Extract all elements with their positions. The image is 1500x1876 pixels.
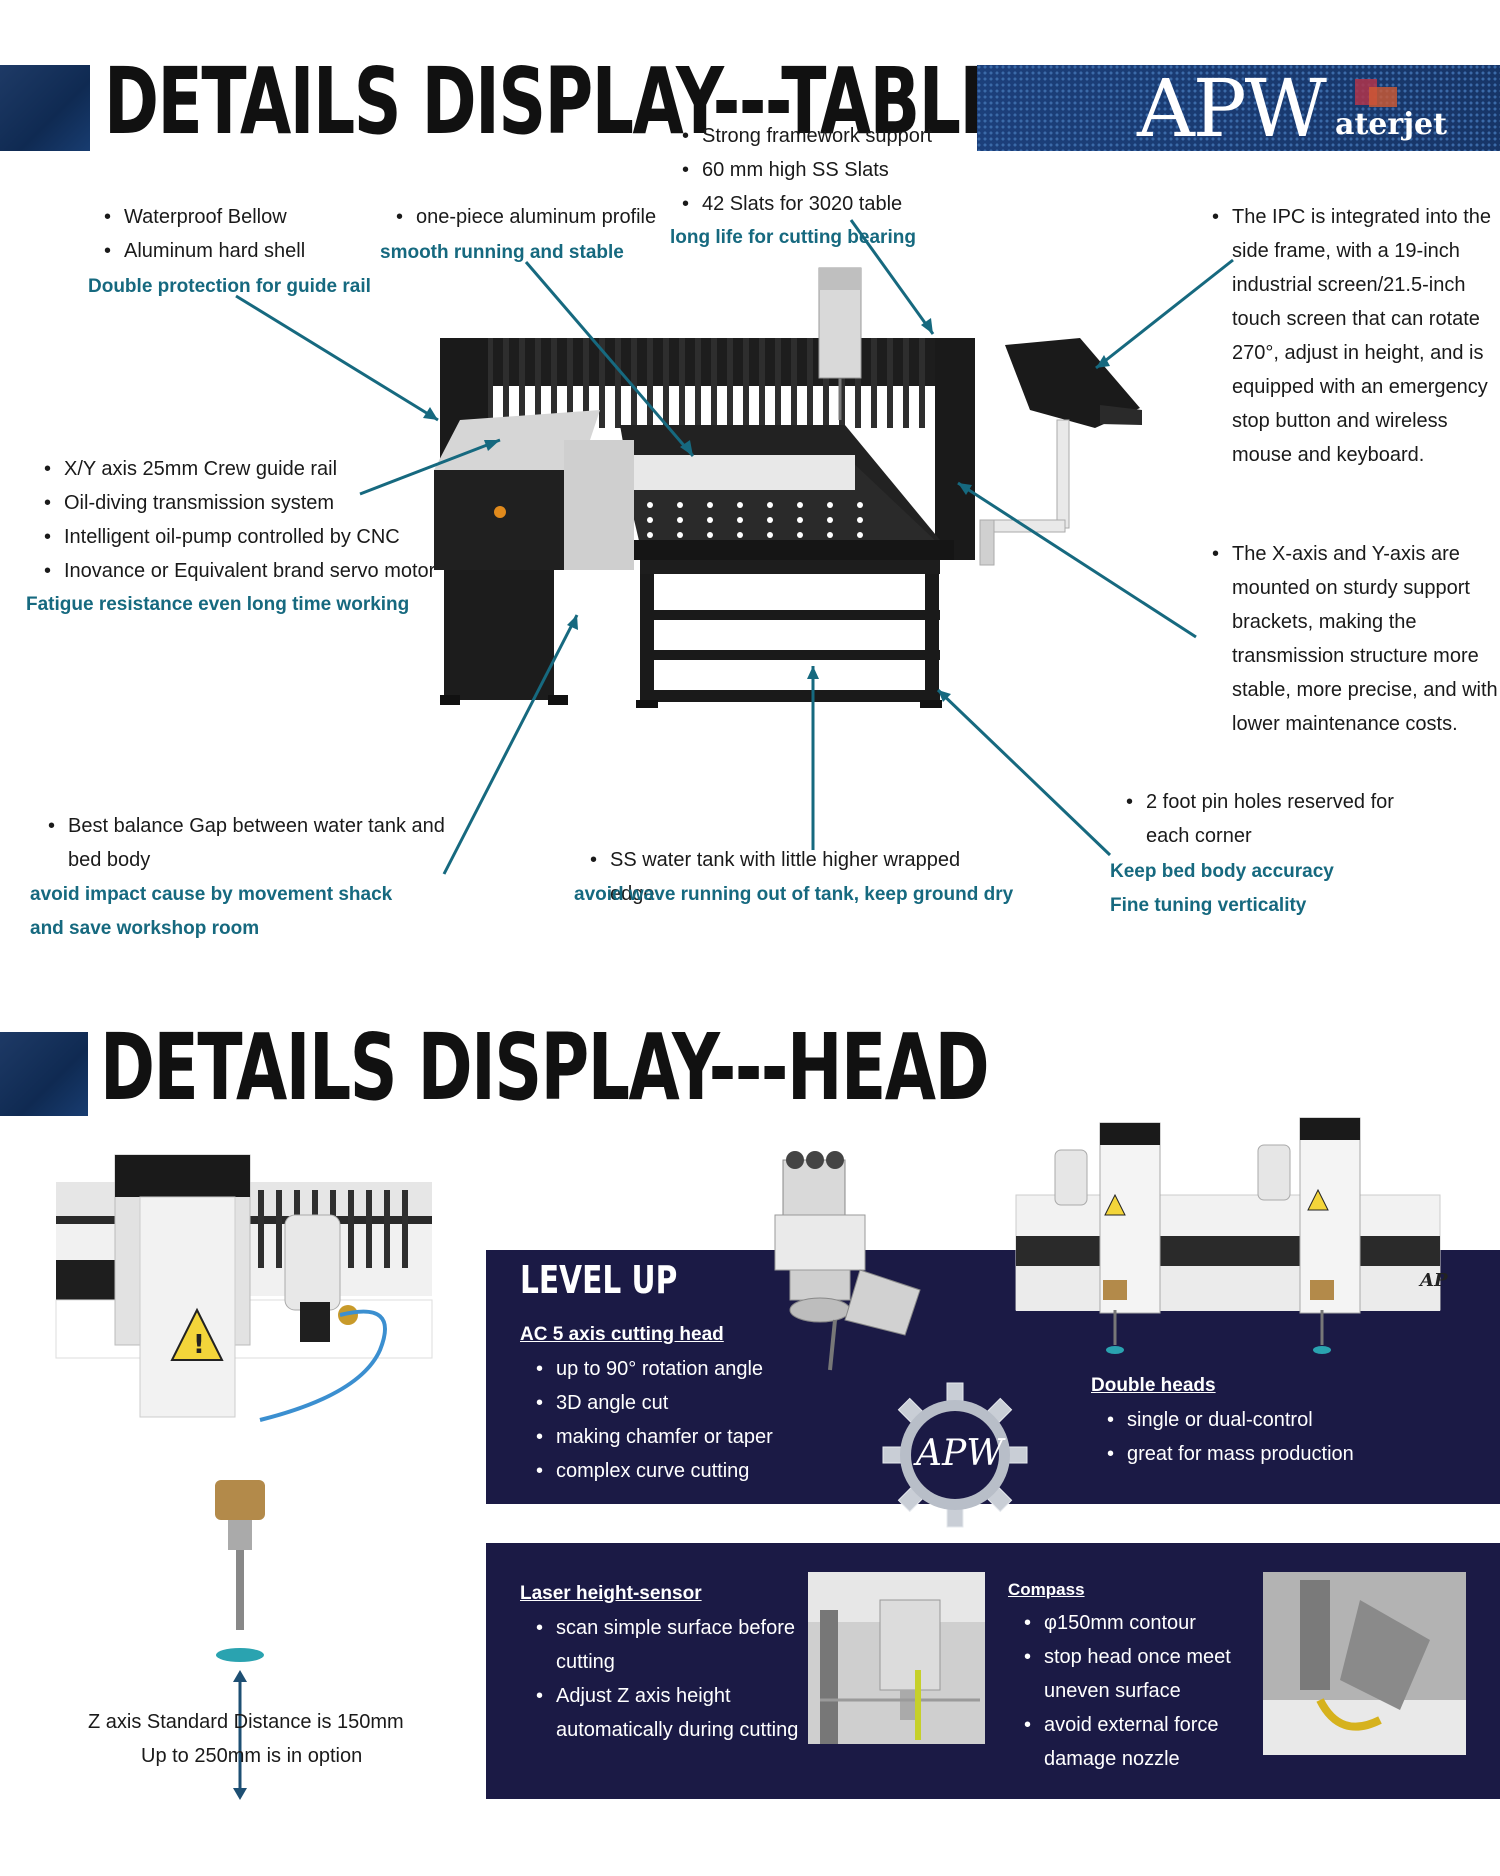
callout-guide-rail-list: X/Y axis 25mm Crew guide rail Oil-diving… xyxy=(42,452,462,588)
page-title-head: DETAILS DISPLAY---HEAD xyxy=(100,1014,990,1121)
ac5-list: up to 90° rotation angle 3D angle cut ma… xyxy=(534,1352,834,1488)
callout-tank-list: SS water tank with little higher wrapped… xyxy=(588,843,1008,911)
list-item: complex curve cutting xyxy=(534,1454,834,1488)
list-item: φ150mm contour xyxy=(1022,1606,1252,1640)
callout-gap-highlight: avoid impact cause by movement shack and… xyxy=(30,884,393,939)
list-item: making chamfer or taper xyxy=(534,1420,834,1454)
callout-tank-highlight: avoid wave running out of tank, keep gro… xyxy=(574,884,1014,905)
compass-list: φ150mm contour stop head once meet uneve… xyxy=(1022,1606,1252,1776)
list-item: scan simple surface before cutting xyxy=(534,1611,804,1679)
title-tab-decoration xyxy=(0,65,90,151)
logo-accent-square-2 xyxy=(1369,87,1397,107)
callout-profile-highlight: smooth running and stable xyxy=(380,242,624,263)
list-item: 60 mm high SS Slats xyxy=(680,153,980,187)
list-item: Strong framework support xyxy=(680,119,980,153)
title-tab-decoration-head xyxy=(0,1032,88,1116)
apw-badge-text: APW xyxy=(916,1433,1004,1474)
callout-profile-list: one-piece aluminum profile xyxy=(394,200,674,234)
list-item: X/Y axis 25mm Crew guide rail xyxy=(42,452,462,486)
apw-logo-banner: APW aterjet xyxy=(977,65,1500,151)
double-heads-list: single or dual-control great for mass pr… xyxy=(1105,1403,1405,1471)
list-item: The IPC is integrated into the side fram… xyxy=(1210,200,1492,472)
list-item: one-piece aluminum profile xyxy=(394,200,674,234)
ac5-title: AC 5 axis cutting head xyxy=(520,1324,724,1345)
double-heads-title: Double heads xyxy=(1091,1375,1216,1396)
list-item: The X-axis and Y-axis are mounted on stu… xyxy=(1210,537,1500,741)
callout-guide-rail-highlight: Fatigue resistance even long time workin… xyxy=(26,594,410,615)
compass-title: Compass xyxy=(1008,1580,1085,1599)
callout-ipc-list: The IPC is integrated into the side fram… xyxy=(1210,200,1492,472)
laser-sensor-list: scan simple surface before cutting Adjus… xyxy=(534,1611,804,1747)
callout-xy-axis-list: The X-axis and Y-axis are mounted on stu… xyxy=(1210,537,1500,741)
logo-subtext: aterjet xyxy=(1335,107,1447,142)
double-heads-machine-label: AP xyxy=(1420,1270,1448,1291)
list-item: avoid external force damage nozzle xyxy=(1022,1708,1252,1776)
callout-gap-list: Best balance Gap between water tank and … xyxy=(46,809,446,877)
laser-sensor-title: Laser height-sensor xyxy=(520,1583,702,1604)
callout-foot-highlight-1: Keep bed body accuracy xyxy=(1110,861,1334,882)
z-axis-text-line1: Z axis Standard Distance is 150mm xyxy=(88,1711,404,1733)
z-axis-text-line2: Up to 250mm is in option xyxy=(141,1745,363,1767)
list-item: single or dual-control xyxy=(1105,1403,1405,1437)
list-item: 42 Slats for 3020 table xyxy=(680,187,980,221)
list-item: up to 90° rotation angle xyxy=(534,1352,834,1386)
callout-bellow-highlight: Double protection for guide rail xyxy=(88,276,371,297)
callout-bellow-list: Waterproof Bellow Aluminum hard shell xyxy=(102,200,382,268)
callout-slats-list: Strong framework support 60 mm high SS S… xyxy=(680,119,980,221)
svg-text:!: ! xyxy=(193,1330,205,1360)
level-up-heading: LEVEL UP xyxy=(520,1258,678,1302)
list-item: Intelligent oil-pump controlled by CNC xyxy=(42,520,462,554)
list-item: great for mass production xyxy=(1105,1437,1405,1471)
list-item: 2 foot pin holes reserved for each corne… xyxy=(1124,785,1394,853)
list-item: stop head once meet uneven surface xyxy=(1022,1640,1252,1708)
list-item: 3D angle cut xyxy=(534,1386,834,1420)
list-item: SS water tank with little higher wrapped… xyxy=(588,843,1008,911)
callout-foot-highlight-2: Fine tuning verticality xyxy=(1110,895,1307,916)
list-item: Inovance or Equivalent brand servo motor xyxy=(42,554,462,588)
callout-slats-highlight: long life for cutting bearing xyxy=(670,227,916,248)
list-item: Adjust Z axis height automatically durin… xyxy=(534,1679,804,1747)
logo-text: APW xyxy=(1137,62,1327,155)
list-item: Waterproof Bellow xyxy=(102,200,382,234)
list-item: Best balance Gap between water tank and … xyxy=(46,809,446,877)
list-item: Oil-diving transmission system xyxy=(42,486,462,520)
callout-foot-list: 2 foot pin holes reserved for each corne… xyxy=(1124,785,1394,853)
waterjet-table-illustration xyxy=(235,219,1234,875)
list-item: Aluminum hard shell xyxy=(102,234,382,268)
